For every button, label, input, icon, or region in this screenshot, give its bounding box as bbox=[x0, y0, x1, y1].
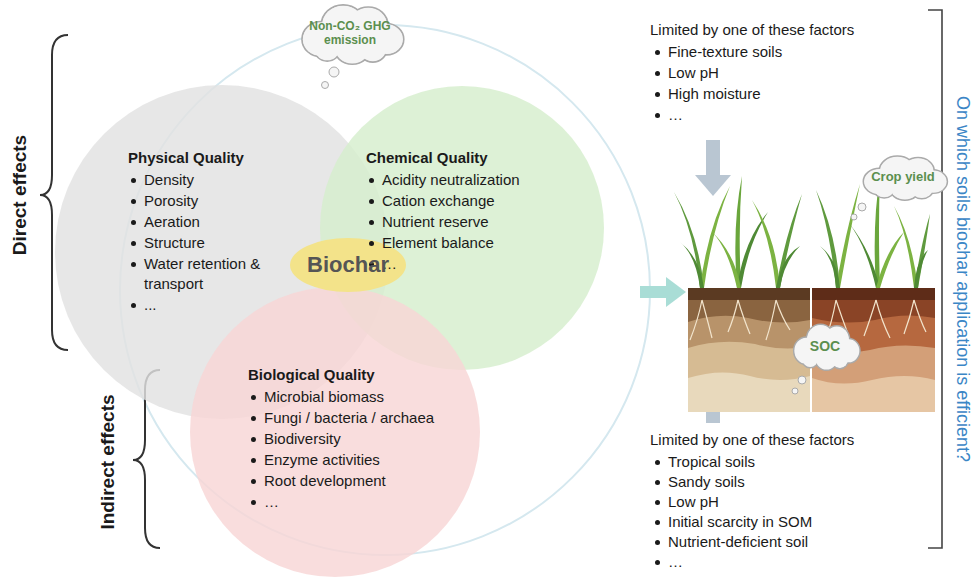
block-arrow bbox=[640, 277, 686, 307]
bullet-item: Aeration bbox=[144, 212, 268, 232]
factor-item: … bbox=[668, 105, 683, 125]
factor-heading: Limited by one of these factors bbox=[650, 430, 854, 450]
bullet-item: Element balance bbox=[382, 233, 586, 253]
illustration-part bbox=[776, 194, 802, 288]
cloud-fill bbox=[303, 6, 403, 64]
bullet-item: Density bbox=[144, 170, 268, 190]
factor-item: Initial scarcity in SOM bbox=[668, 512, 812, 532]
cloud-fill bbox=[864, 157, 947, 200]
thought-cloud: Non-CO₂ GHG emission bbox=[293, 2, 407, 64]
cloud-text: SOC bbox=[810, 338, 840, 355]
cloud-fill bbox=[794, 325, 859, 370]
effect-label: Indirect effects bbox=[97, 394, 119, 529]
text-stack: Chemical QualityAcidity neutralizationCa… bbox=[366, 148, 586, 275]
factor-item: Sandy soils bbox=[668, 472, 745, 492]
bullet-item: … bbox=[264, 492, 468, 512]
text-stack: Biological QualityMicrobial biomassFungi… bbox=[248, 365, 468, 513]
illustration-part bbox=[792, 388, 798, 394]
bullet-item: Enzyme activities bbox=[264, 450, 468, 470]
illustration-part bbox=[688, 288, 810, 380]
illustration-part bbox=[816, 190, 840, 288]
cloud-outline bbox=[794, 324, 860, 370]
illustration-part bbox=[712, 232, 741, 288]
cloud-text: Crop yield bbox=[871, 169, 935, 185]
bullet-item: Acidity neutralization bbox=[382, 170, 586, 190]
effect-label: Direct effects bbox=[9, 135, 31, 255]
bullet-item: Structure bbox=[144, 233, 268, 253]
cloud-text: Non-CO₂ GHG emission bbox=[306, 19, 394, 47]
illustration-part bbox=[640, 286, 667, 298]
factor-item: Nutrient-deficient soil bbox=[668, 532, 808, 552]
question-text: On which soils biochar application is ef… bbox=[952, 96, 973, 462]
illustration-part bbox=[858, 203, 866, 211]
illustration-part bbox=[848, 222, 880, 288]
text-stack: Physical QualityDensityPorosityAerationS… bbox=[128, 148, 268, 316]
illustration-part bbox=[752, 200, 780, 288]
bullet-item: Biodiversity bbox=[264, 429, 468, 449]
illustration-part bbox=[700, 186, 730, 288]
biochar-label: Biochar bbox=[307, 252, 389, 278]
bullet-item: Porosity bbox=[144, 191, 268, 211]
circle-heading: Physical Quality bbox=[128, 148, 268, 168]
ellipse-fill bbox=[290, 238, 406, 292]
circle-heading: Biological Quality bbox=[248, 365, 468, 385]
bullet-item: Nutrient reserve bbox=[382, 212, 586, 232]
factor-item: High moisture bbox=[668, 84, 761, 104]
bracket bbox=[928, 10, 942, 548]
illustration-part bbox=[812, 288, 935, 384]
illustration-part bbox=[836, 184, 860, 288]
crop-plants bbox=[674, 176, 930, 288]
cloud-outline bbox=[302, 5, 403, 64]
factor-item: Low pH bbox=[668, 63, 719, 83]
illustration-part bbox=[329, 67, 339, 77]
factor-item: Tropical soils bbox=[668, 452, 755, 472]
illustration-part bbox=[812, 288, 935, 323]
illustration-part bbox=[674, 192, 704, 288]
bullet-item: Microbial biomass bbox=[264, 387, 468, 407]
bullet-item: … bbox=[382, 254, 586, 274]
factor-heading: Limited by one of these factors bbox=[650, 20, 854, 40]
illustration-part bbox=[688, 288, 810, 349]
factor-item: … bbox=[668, 552, 683, 572]
circle-fill bbox=[190, 287, 480, 577]
illustration-part bbox=[688, 288, 810, 412]
thought-cloud: Crop yield bbox=[856, 154, 950, 200]
illustration-part bbox=[690, 300, 790, 340]
soil-panel bbox=[688, 288, 810, 412]
illustration-part bbox=[322, 82, 329, 89]
illustration-part bbox=[798, 376, 806, 384]
factor-item: Low pH bbox=[668, 492, 719, 512]
bullet-item: Water retention & transport bbox=[144, 254, 268, 294]
illustration-part bbox=[666, 277, 686, 307]
illustration-part bbox=[695, 175, 731, 196]
bullet-item: Root development bbox=[264, 471, 468, 491]
bullet-item: ... bbox=[144, 295, 268, 315]
illustration-part bbox=[914, 214, 930, 288]
illustration-part bbox=[776, 246, 800, 288]
illustration-part bbox=[894, 206, 918, 288]
illustration-part bbox=[688, 288, 810, 300]
illustration-part bbox=[706, 140, 720, 176]
illustration-part bbox=[851, 214, 857, 220]
quality-circle: Biological QualityMicrobial biomassFungi… bbox=[190, 287, 480, 577]
bullet-item: Fungi / bacteria / archaea bbox=[264, 408, 468, 428]
illustration-part bbox=[820, 246, 840, 288]
bullet-item: Cation exchange bbox=[382, 191, 586, 211]
circle-heading: Chemical Quality bbox=[366, 148, 586, 168]
illustration-part bbox=[812, 288, 935, 300]
factor-item: Fine-texture soils bbox=[668, 42, 782, 62]
cloud-outline bbox=[864, 156, 948, 200]
illustration-part bbox=[914, 250, 928, 288]
illustration-part bbox=[876, 232, 904, 288]
illustration-part bbox=[680, 242, 704, 288]
thought-cloud: SOC bbox=[788, 322, 862, 370]
